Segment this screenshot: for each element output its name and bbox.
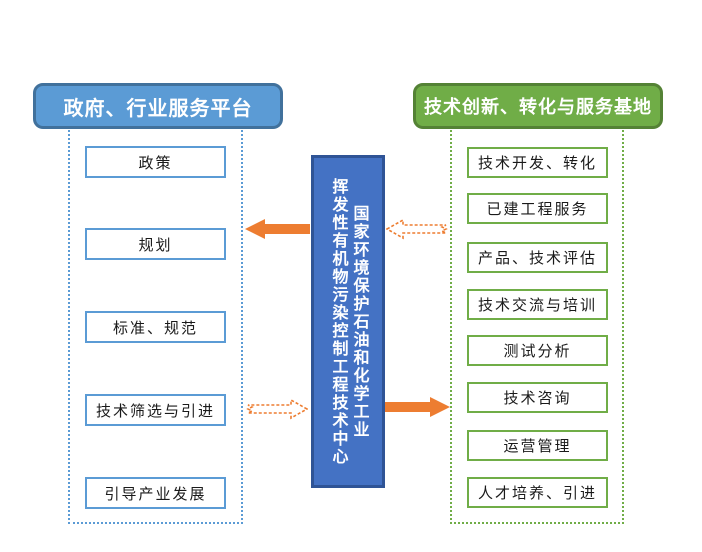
left-item-policy: 政策 — [85, 146, 226, 178]
solid-arrow-right-icon — [385, 397, 450, 417]
left-item-planning: 规划 — [85, 228, 226, 260]
right-item-tech-development: 技术开发、转化 — [467, 147, 608, 178]
right-panel-frame — [450, 130, 624, 524]
right-item-built-project-services: 已建工程服务 — [467, 193, 608, 224]
right-panel-header: 技术创新、转化与服务基地 — [413, 83, 663, 129]
right-item-operations-management: 运营管理 — [467, 430, 608, 461]
right-item-talent: 人才培养、引进 — [467, 477, 608, 508]
center-title-column-left: 挥发性有机物污染控制工程技术中心 — [329, 177, 347, 466]
right-item-tech-consulting: 技术咨询 — [467, 382, 608, 413]
center-title-box: 挥发性有机物污染控制工程技术中心 国家环境保护石油和化学工业 — [311, 155, 385, 488]
left-item-tech-screening: 技术筛选与引进 — [85, 394, 226, 426]
center-title-column-right: 国家环境保护石油和化学工业 — [350, 204, 368, 439]
left-item-industry-guidance: 引导产业发展 — [85, 477, 226, 509]
right-item-testing-analysis: 测试分析 — [467, 335, 608, 366]
left-panel-frame — [68, 130, 243, 524]
left-item-standards: 标准、规范 — [85, 311, 226, 343]
right-item-exchange-training: 技术交流与培训 — [467, 289, 608, 320]
dashed-arrow-left-icon — [386, 218, 448, 240]
solid-arrow-left-icon — [245, 219, 310, 239]
left-panel-header: 政府、行业服务平台 — [33, 83, 283, 129]
dashed-arrow-right-icon — [246, 398, 308, 420]
right-item-product-tech-evaluation: 产品、技术评估 — [467, 242, 608, 273]
